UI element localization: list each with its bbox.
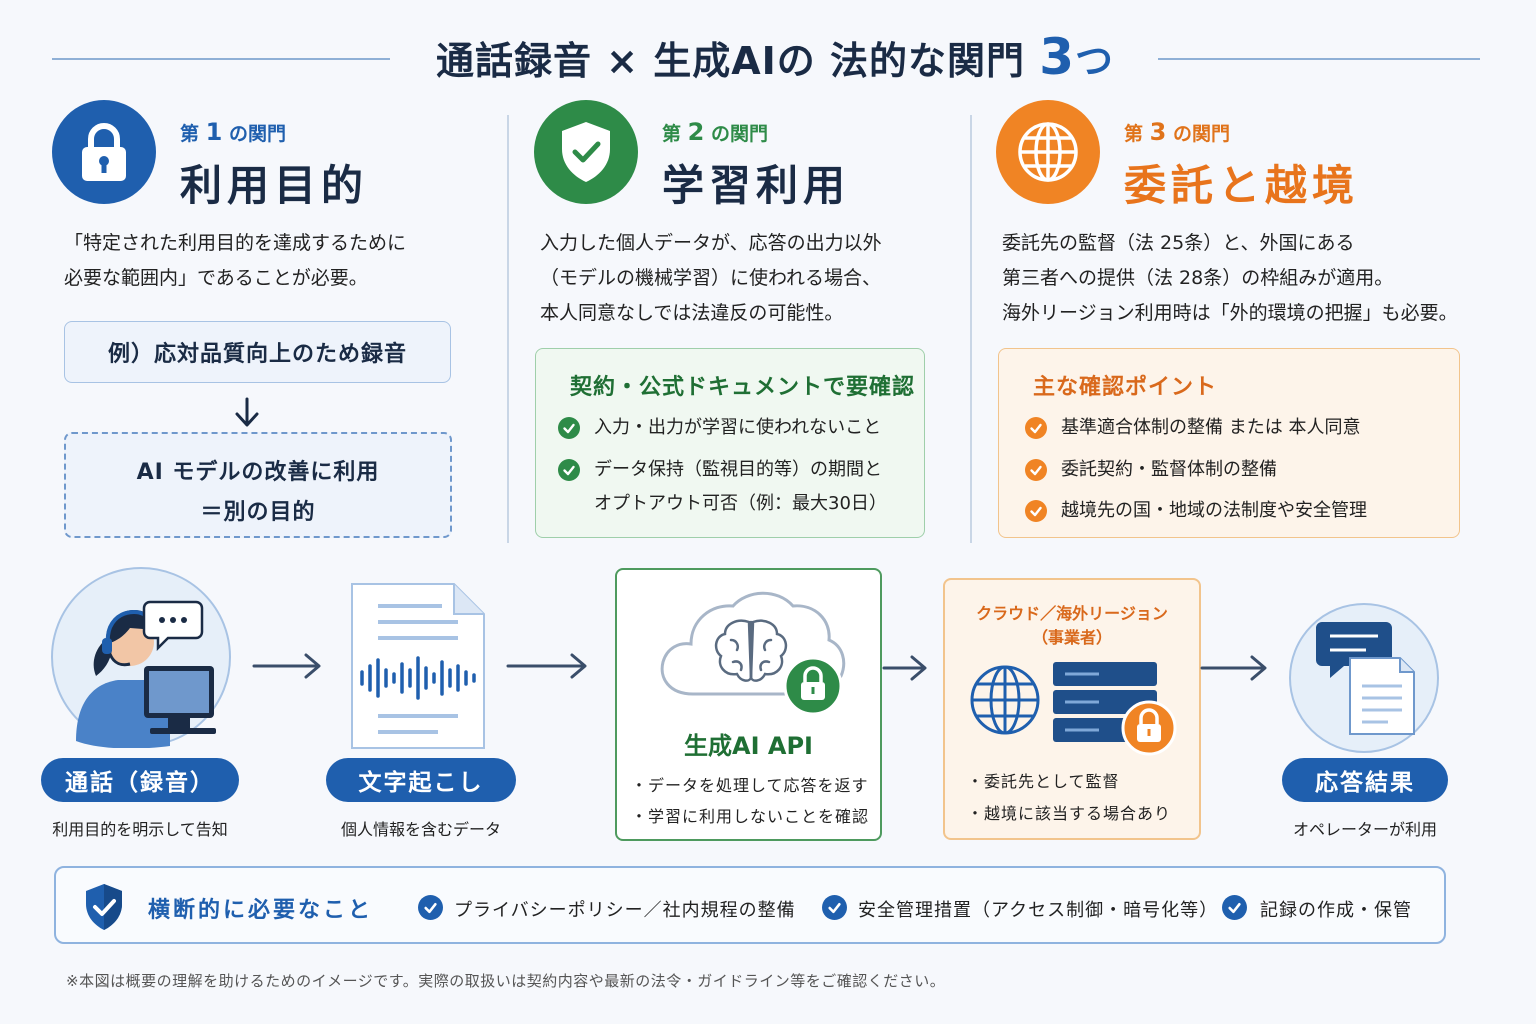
call-caption: 利用目的を明示して告知 — [52, 820, 228, 839]
transcript-label: 文字起こし — [326, 758, 516, 802]
gate-3-item-2: 委託契約・監督体制の整備 — [1061, 459, 1277, 480]
title-number: 3 — [1039, 28, 1076, 86]
shield-check-icon — [86, 884, 122, 930]
gate-1-subtitle: 第 1 の関門 — [180, 118, 286, 146]
arrow-right-icon — [252, 653, 321, 679]
gate-3-title: 委託と越境 — [1124, 161, 1360, 210]
ai-use-line1: AI モデルの改善に利用 — [136, 460, 380, 485]
gate-1-description: 「特定された利用目的を達成するために 必要な範囲内」であることが必要。 — [64, 232, 407, 289]
check-icon — [418, 895, 443, 920]
check-icon — [558, 417, 580, 439]
ai-use-line2: ＝別の目的 — [200, 500, 316, 525]
gate-3-description: 委託先の監督（法 25条）と、外国にある 第三者への提供（法 28条）の枠組みが… — [1002, 232, 1458, 324]
gate-3-box-title: 主な確認ポイント — [1033, 375, 1218, 400]
bottom-title: 横断的に必要なこと — [148, 898, 374, 923]
check-icon — [1025, 459, 1047, 481]
check-icon — [1222, 895, 1247, 920]
down-arrow-icon — [235, 397, 259, 427]
ai-use-box: AI モデルの改善に利用 ＝別の目的 — [64, 432, 452, 538]
gate-3-item-1: 基準適合体制の整備 または 本人同意 — [1061, 417, 1361, 438]
result-caption: オペレーターが利用 — [1292, 820, 1437, 839]
check-icon — [822, 895, 847, 920]
transcript-document-icon — [351, 583, 485, 749]
transcript-caption: 個人情報を含むデータ — [340, 820, 501, 839]
gate-2-item-2: データ保持（監視目的等）の期間と — [594, 459, 882, 480]
result-label: 応答結果 — [1282, 758, 1448, 802]
gate-3-item-3: 越境先の国・地域の法制度や安全管理 — [1061, 500, 1367, 521]
check-icon — [1025, 417, 1047, 439]
title-prefix: 通話録音 × 生成AIの 法的な関門 — [435, 39, 1040, 83]
lock-icon — [52, 100, 156, 204]
gate-3-subtitle: 第 3 の関門 — [1124, 118, 1230, 146]
cloud-title-line2: （事業者） — [1031, 628, 1112, 647]
bottom-item-2: 安全管理措置（アクセス制御・暗号化等） — [858, 900, 1219, 921]
check-icon — [558, 459, 580, 481]
generative-ai-api-box: 生成AI API ・データを処理して応答を返す ・学習に利用しないことを確認 — [615, 568, 882, 841]
cloud-item-1: ・委託先として監督 — [967, 772, 1120, 791]
bottom-item-3: 記録の作成・保管 — [1260, 900, 1412, 921]
gate-2-description: 入力した個人データが、応答の出力以外 （モデルの機械学習）に使われる場合、 本人… — [540, 232, 882, 324]
gate-2-box-title: 契約・公式ドキュメントで要確認 — [570, 375, 916, 400]
bottom-item-1: プライバシーポリシー／社内規程の整備 — [454, 900, 796, 921]
arrow-right-icon — [1200, 655, 1267, 681]
gate-2-check-box: 契約・公式ドキュメントで要確認 入力・出力が学習に使われないこと データ保持（監… — [535, 348, 925, 538]
arrow-right-icon — [506, 653, 587, 679]
gate-2-item-1: 入力・出力が学習に使われないこと — [594, 417, 882, 438]
gate-2-title: 学習利用 — [662, 161, 851, 210]
cloud-brain-icon — [660, 591, 846, 716]
cloud-title-line1: クラウド／海外リージョン — [976, 604, 1168, 623]
arrow-right-icon — [882, 655, 927, 681]
example-box: 例）応対品質向上のため録音 — [64, 321, 451, 383]
gate-2-subtitle: 第 2 の関門 — [662, 118, 768, 146]
footnote: ※本図は概要の理解を助けるためのイメージです。実際の取扱いは契約内容や最新の法令… — [66, 972, 946, 990]
page-title: 通話録音 × 生成AIの 法的な関門 3つ — [410, 28, 1140, 86]
api-item-2: ・学習に利用しないことを確認 — [631, 807, 870, 826]
check-icon — [1025, 500, 1047, 522]
gate-1-title: 利用目的 — [180, 161, 369, 210]
gate-2-item-3: オプトアウト可否（例：最大30日） — [594, 493, 887, 514]
call-label: 通話（録音） — [41, 758, 239, 802]
shield-check-icon — [534, 100, 638, 204]
title-area: 通話録音 × 生成AIの 法的な関門 3つ — [0, 28, 1536, 88]
title-rule-right — [1158, 58, 1480, 60]
api-title: 生成AI API — [684, 732, 813, 760]
column-divider-1 — [507, 115, 509, 543]
cloud-item-2: ・越境に該当する場合あり — [967, 804, 1172, 823]
response-result-icon — [1289, 603, 1439, 753]
globe-icon — [996, 100, 1100, 204]
cross-cutting-requirements-bar: 横断的に必要なこと プライバシーポリシー／社内規程の整備 安全管理措置（アクセス… — [54, 866, 1446, 944]
api-item-1: ・データを処理して応答を返す — [631, 776, 869, 795]
title-suffix: つ — [1075, 39, 1115, 83]
cloud-region-box: クラウド／海外リージョン （事業者） ・委託先として監督 ・越境に該当する場合あ… — [943, 578, 1201, 840]
globe-server-icon — [970, 662, 1177, 756]
gate-3-check-box: 主な確認ポイント 基準適合体制の整備 または 本人同意 委託契約・監督体制の整備… — [998, 348, 1460, 538]
operator-illustration — [51, 567, 231, 748]
column-divider-2 — [970, 115, 972, 543]
title-rule-left — [52, 58, 390, 60]
